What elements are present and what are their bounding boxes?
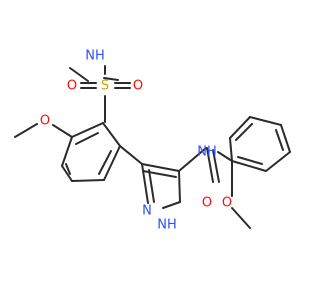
atom-so-oxygen-right: O [133, 79, 143, 94]
atom-sulfonyl-s: S [101, 79, 109, 94]
atom-pyrazole-n: N [142, 204, 152, 219]
atom-amide-nh: NH [197, 145, 217, 160]
atom-methoxy-oxygen-2: O [222, 196, 232, 211]
molecule-structure: NH S O O O NH O O N NH [14, 49, 291, 233]
bond-lines [14, 65, 291, 229]
atom-methoxy-oxygen-1: O [40, 114, 50, 129]
atom-labels: NH S O O O NH O O N NH [40, 49, 232, 233]
atom-n-methyl-nh: NH [85, 49, 105, 64]
atom-pyrazole-nh: NH [157, 218, 177, 233]
atom-amide-oxygen: O [202, 196, 212, 211]
atom-so-oxygen-left: O [67, 79, 77, 94]
